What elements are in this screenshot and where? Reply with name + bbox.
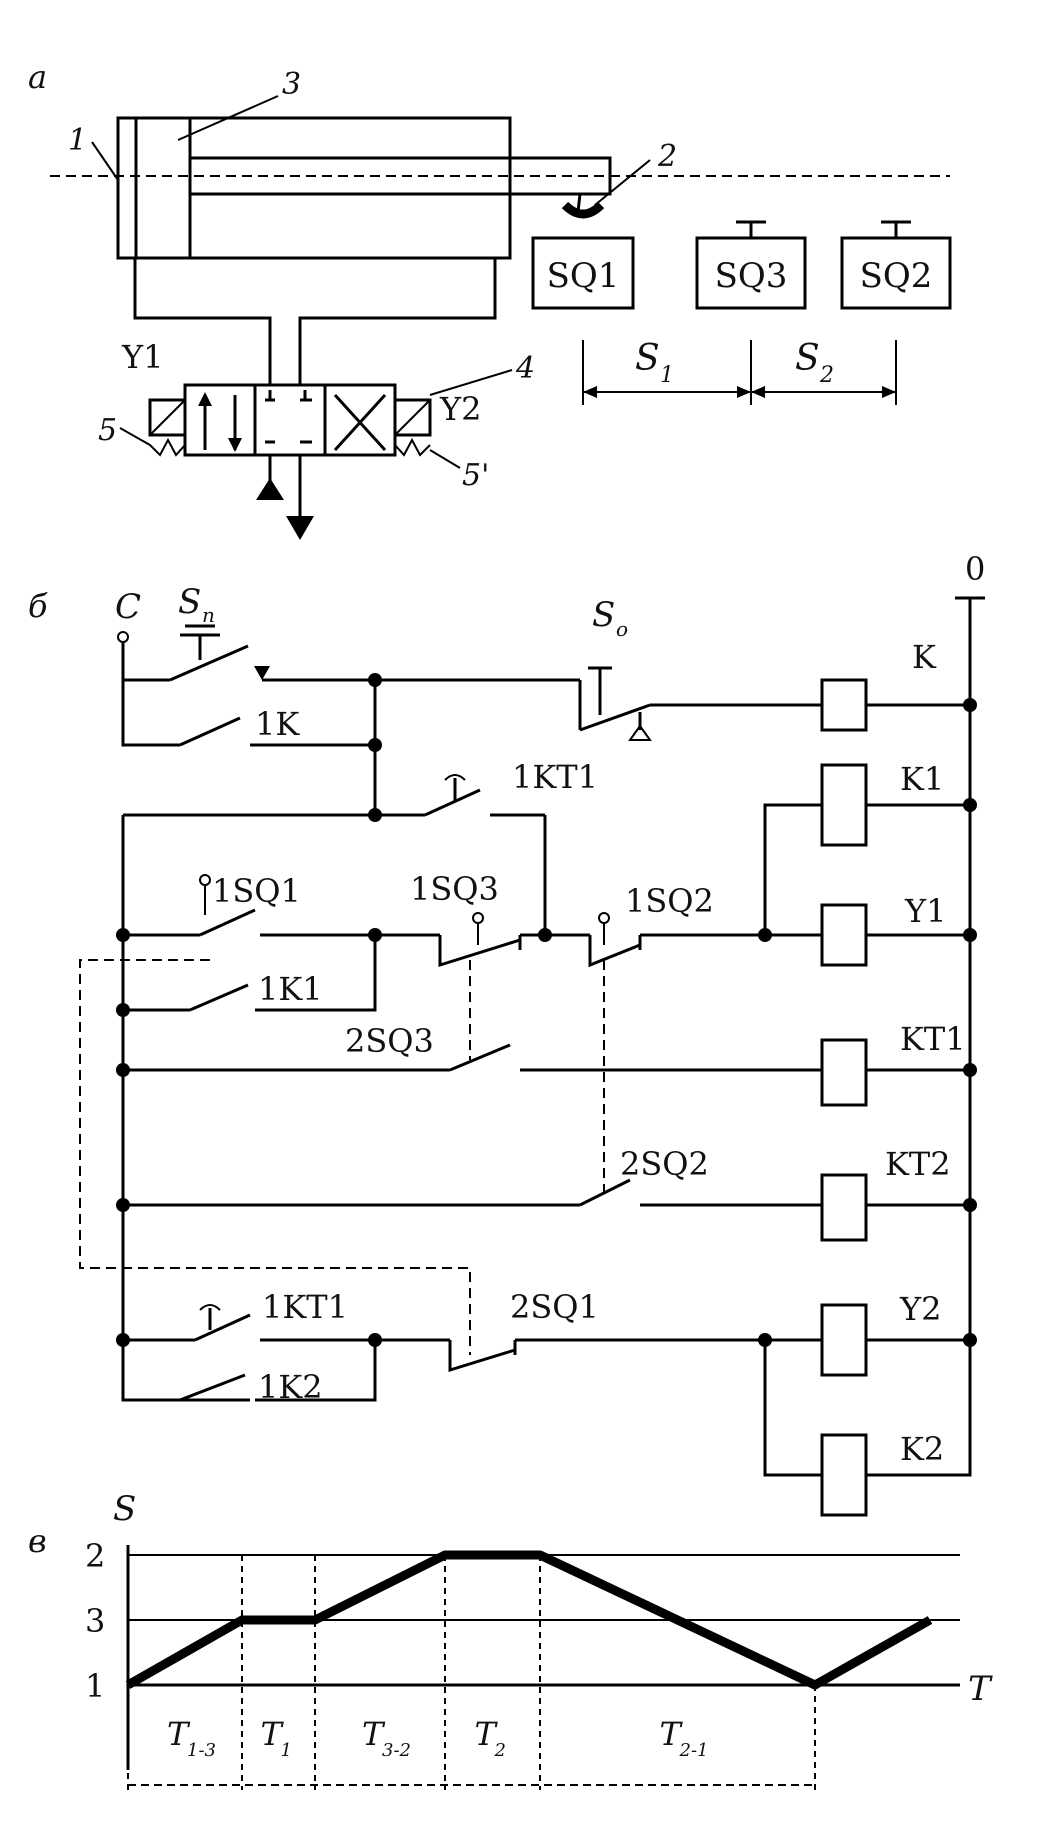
start-button-label: S	[178, 582, 201, 622]
contact-1sq1-label: 1SQ1	[212, 872, 301, 910]
interval-sub: 1-3	[187, 1740, 216, 1761]
coil-kt1-label: KT1	[900, 1020, 966, 1058]
callout-5-prime: 5'	[462, 458, 489, 493]
limit-switch-sq1: SQ1	[531, 236, 635, 310]
coil-y1	[820, 903, 868, 967]
coil-k2	[820, 1433, 868, 1517]
panel-label-v: в	[28, 1522, 47, 1560]
coil-y2	[820, 1303, 868, 1377]
tank-triangle	[286, 516, 314, 540]
chart-xlabel: T	[968, 1669, 993, 1709]
stop-button-sub: о	[616, 617, 628, 641]
tick-level-2: 2	[85, 1537, 105, 1575]
stroke-s1-label: S	[635, 338, 660, 379]
row-y2	[116, 1303, 977, 1517]
stroke-dimensions: S 1 S 2	[582, 338, 897, 405]
limit-switch-sq2: SQ2	[840, 220, 952, 310]
contact-1kt1-top-label: 1KT1	[512, 758, 598, 796]
panel-label-b: б	[28, 587, 48, 625]
callout-1: 1	[68, 123, 87, 158]
contact-1k1-label: 1K1	[258, 970, 323, 1008]
contact-2sq1-label: 2SQ1	[510, 1288, 599, 1326]
coil-kt2	[820, 1173, 868, 1242]
coil-k	[820, 678, 868, 732]
supply-0-label: 0	[965, 550, 985, 588]
mechanical-linkage	[79, 959, 605, 1355]
interval-sub: 2-1	[679, 1740, 709, 1761]
stroke-s2-sub: 2	[819, 363, 834, 388]
interval-sub: 3-2	[382, 1740, 411, 1761]
coil-k1-label: K1	[900, 760, 944, 798]
coil-k-label: K	[912, 638, 937, 676]
contact-1k-label: 1K	[255, 705, 300, 743]
tick-level-3: 3	[85, 1602, 105, 1640]
chart-ylabel: S	[113, 1489, 136, 1529]
stop-button-label: S	[592, 595, 615, 635]
coil-k1	[820, 763, 868, 847]
y1-valve-label: Y1	[121, 338, 163, 376]
sq1-label: SQ1	[547, 256, 620, 296]
contact-2sq2-label: 2SQ2	[620, 1145, 709, 1183]
stroke-s1-sub: 1	[660, 363, 674, 388]
coil-k2-label: K2	[900, 1430, 944, 1468]
y2-valve-label: Y2	[439, 390, 481, 428]
interval-label: T	[475, 1715, 499, 1753]
row-k1	[763, 763, 977, 935]
rod-cam	[561, 201, 605, 219]
callout-3: 3	[282, 67, 301, 102]
interval-label: T	[362, 1715, 386, 1753]
sq3-label: SQ3	[715, 256, 788, 296]
left-bus	[121, 680, 245, 1402]
row-k	[117, 624, 977, 741]
contact-2sq3-label: 2SQ3	[345, 1022, 434, 1060]
pressure-and-tank	[256, 455, 314, 540]
start-button-sub: п	[202, 603, 215, 627]
supply-c-label: C	[115, 587, 141, 627]
interval-sub: 1	[281, 1740, 292, 1761]
coil-kt1	[820, 1038, 868, 1107]
tick-level-1: 1	[85, 1667, 105, 1705]
interval-sub: 2	[494, 1740, 506, 1761]
coil-y2-label: Y2	[899, 1290, 941, 1328]
interval-label: T	[660, 1715, 684, 1753]
limit-switch-sq3: SQ3	[695, 220, 807, 310]
coil-kt2-label: KT2	[885, 1145, 951, 1183]
contact-1kt1-bottom-label: 1KT1	[262, 1288, 348, 1326]
interval-label: T	[261, 1715, 285, 1753]
callout-4: 4	[515, 351, 535, 386]
directional-valve	[148, 383, 432, 457]
hydraulic-lines	[133, 258, 497, 385]
sq2-label: SQ2	[860, 256, 933, 296]
row-kt2	[116, 1173, 977, 1242]
callout-5: 5	[98, 413, 117, 448]
pressure-triangle	[256, 478, 284, 500]
contact-1kt1-top	[123, 774, 547, 930]
panel-label-a: а	[28, 58, 47, 96]
contact-1k	[121, 673, 382, 815]
row-kt1	[116, 1038, 977, 1107]
row-y1	[116, 874, 977, 968]
stroke-s2-label: S	[795, 338, 820, 379]
contact-1k1	[116, 935, 377, 1017]
contact-1k2-label: 1K2	[258, 1368, 323, 1406]
right-bus	[955, 596, 985, 1340]
contact-1sq2-label: 1SQ2	[625, 882, 714, 920]
coil-y1-label: Y1	[904, 892, 946, 930]
callout-2: 2	[657, 139, 677, 174]
interval-label: T	[167, 1715, 191, 1753]
hydraulic-cylinder	[50, 116, 950, 260]
contact-1sq3-label: 1SQ3	[410, 870, 499, 908]
